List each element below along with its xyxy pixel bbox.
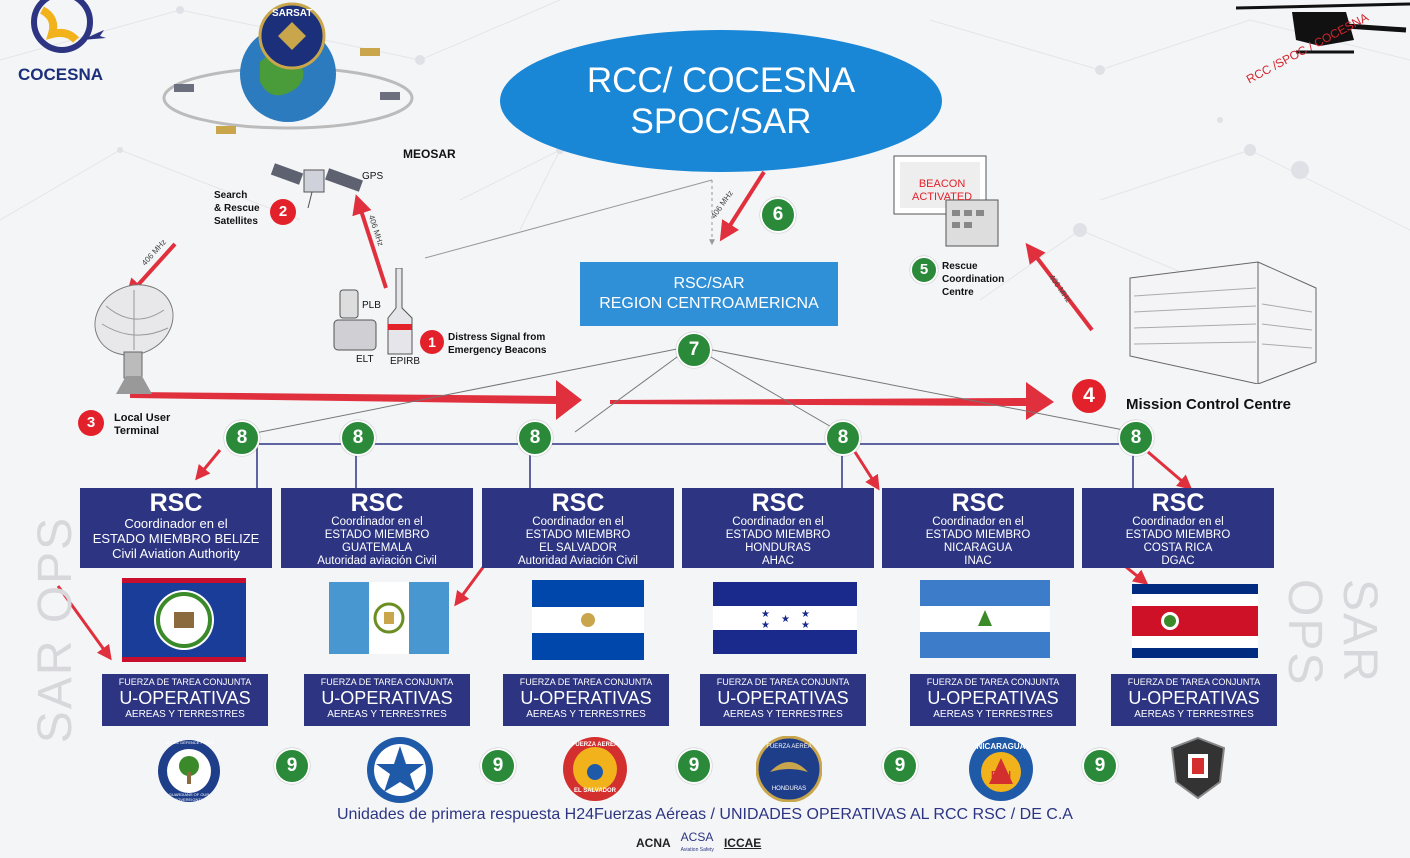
step-8-badge: 8	[825, 420, 861, 456]
step-9-badge: 9	[480, 748, 516, 784]
cocesna-logo: COCESNA	[12, 0, 112, 86]
step-1-badge: 1	[420, 330, 444, 354]
svg-text:★: ★	[801, 620, 810, 631]
helicopter-icon	[1236, 2, 1410, 54]
step-8-badge: 8	[1118, 420, 1154, 456]
emergency-beacons-icon	[333, 268, 413, 355]
mcc-label: Mission Control Centre	[1126, 396, 1292, 413]
svg-text:★: ★	[801, 609, 810, 620]
nicaragua-flag	[920, 580, 1050, 658]
step-3-badge: 3	[78, 410, 104, 436]
epirb-label: EPIRB	[390, 356, 421, 367]
rscsar-line-1: RSC/SAR	[673, 275, 745, 292]
computer-terminal-icon	[893, 155, 999, 247]
gps-satellite-icon	[270, 163, 363, 209]
rsc-box-nicaragua: RSC Coordinador en el ESTADO MIEMBRO NIC…	[882, 488, 1074, 568]
emblem-text-belize-bottom: GUARDIANS OF OUR SOVEREIGNTY	[168, 792, 210, 802]
step-9-badge: 9	[882, 748, 918, 784]
sar-ops-right: SAR OPS	[1278, 579, 1386, 687]
rcc-cocesna-ellipse: RCC/ COCESNA SPOC/SAR	[500, 30, 942, 172]
honduras-air-force-emblem-icon	[756, 736, 822, 802]
step-8-badge: 8	[340, 420, 376, 456]
emblem-text-honduras-bottom: HONDURAS	[771, 786, 807, 792]
rsc-box-honduras: RSC Coordinador en el ESTADO MIEMBRO HON…	[682, 488, 874, 568]
costa-rica-police-emblem-icon	[1170, 736, 1226, 800]
svg-text:★: ★	[761, 609, 770, 620]
rscsar-line-2: REGION CENTROAMERICNA	[599, 295, 819, 312]
costa-rica-flag	[1132, 584, 1258, 658]
sarsat-satellite-system: SARSAT	[160, 2, 416, 152]
spoc-title: SPOC/SAR	[630, 102, 812, 141]
emblem-text-nicaragua-bottom: FAN	[991, 770, 1011, 781]
emblem-text-honduras-top: FUERZA AEREA	[766, 744, 812, 750]
step-6-badge: 6	[760, 197, 796, 233]
iccae-logo: ICCAE	[723, 836, 762, 850]
rsc-box-costa-rica: RSC Coordinador en el ESTADO MIEMBRO COS…	[1082, 488, 1274, 568]
svg-text:★: ★	[761, 620, 770, 631]
honduras-flag: ★★★★★	[713, 582, 857, 654]
emblem-text-belize-top: BELIZE DEFENCE FORCE	[165, 740, 215, 745]
globe-icon	[31, 0, 106, 53]
belize-flag	[122, 578, 246, 662]
guatemala-flag	[329, 582, 449, 654]
rcc-title: RCC/ COCESNA	[586, 61, 856, 100]
emblem-text-salvador-top: FUERZA AEREA	[571, 742, 619, 748]
footer-caption: Unidades de primera respuesta H24Fuerzas…	[337, 806, 1073, 823]
nicaragua-air-force-emblem-icon	[969, 737, 1033, 801]
satellite-dish-icon	[94, 284, 174, 394]
step-2-badge: 2	[270, 199, 296, 225]
guatemala-air-force-emblem-icon	[367, 737, 433, 803]
sar-ops-left: SAR OPS	[29, 515, 83, 744]
rsc-box-el-salvador: RSC Coordinador en el ESTADO MIEMBRO EL …	[482, 488, 674, 568]
gps-label: GPS	[362, 171, 384, 182]
step-4-badge: 4	[1072, 379, 1106, 413]
rsc-sar-region-box: RSC/SAR REGION CENTROAMERICNA	[580, 262, 838, 326]
emblem-text-salvador-bottom: EL SALVADOR	[573, 788, 616, 794]
sarsat-badge-text: SARSAT	[272, 8, 313, 19]
logo-text: COCESNA	[18, 65, 104, 84]
el-salvador-air-force-emblem-icon	[563, 737, 627, 801]
plb-label: PLB	[362, 300, 381, 311]
belize-defence-emblem-icon	[158, 740, 220, 802]
svg-text:★: ★	[781, 614, 790, 625]
step-9-badge: 9	[274, 748, 310, 784]
step-5-badge: 5	[910, 256, 938, 284]
step-8-badge: 8	[224, 420, 260, 456]
step-8-badge: 8	[517, 420, 553, 456]
rsc-box-guatemala: RSC Coordinador en el ESTADO MIEMBRO GUA…	[281, 488, 473, 568]
meosar-label: MEOSAR	[403, 147, 456, 161]
acna-logo: ACNA	[636, 836, 671, 850]
step-9-badge: 9	[676, 748, 712, 784]
step-9-badge: 9	[1082, 748, 1118, 784]
building-icon	[1129, 261, 1317, 384]
step-7-badge: 7	[676, 332, 712, 368]
rsc-box-belize: RSC Coordinador en el ESTADO MIEMBRO BEL…	[80, 488, 272, 568]
emblem-text-nicaragua-top: NICARAGUA	[976, 742, 1026, 751]
elt-label: ELT	[356, 354, 374, 365]
el-salvador-flag	[532, 580, 644, 660]
